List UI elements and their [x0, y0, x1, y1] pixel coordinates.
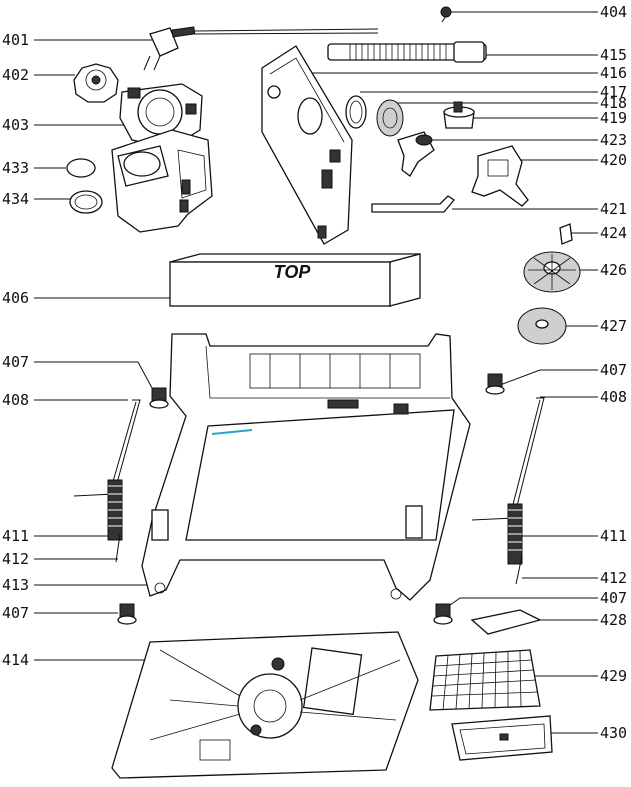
callout-label: 428 [600, 611, 628, 629]
callout-label: 404 [600, 3, 628, 21]
filter-grid-part [429, 649, 541, 711]
detergent-housing-part [111, 129, 213, 233]
callout-label: 421 [600, 200, 628, 218]
adjustable-foot-part [485, 373, 505, 395]
hinge-rod-part [471, 397, 545, 521]
pump-cap-part [443, 101, 475, 129]
power-plug-cord-part [143, 26, 379, 71]
pin-part [515, 555, 523, 585]
hinge-rod-part [73, 399, 141, 497]
seal-ring-part [69, 190, 103, 214]
filter-disc-part [376, 99, 404, 137]
spring-part [107, 479, 123, 541]
callout-label: 416 [600, 64, 628, 82]
callout-label: 413 [2, 576, 30, 594]
callout-label: 408 [2, 391, 30, 409]
main-frame-part [141, 333, 471, 601]
gasket-ring-part [345, 95, 367, 129]
callout-label: 407 [600, 361, 628, 379]
cover-panel-part [451, 715, 553, 761]
spring-part [507, 503, 523, 565]
o-ring-part [66, 158, 96, 178]
callout-label: 407 [2, 353, 30, 371]
callout-label: 415 [600, 46, 628, 64]
packing-box-part: TOP [169, 253, 421, 307]
leader-lines-right [300, 11, 598, 734]
callout-label: 408 [600, 388, 628, 406]
callout-label: 412 [600, 569, 628, 587]
callout-label: 403 [2, 116, 30, 134]
callout-label: 434 [2, 190, 30, 208]
adjustable-foot-part [433, 603, 453, 625]
callout-label: 419 [600, 109, 628, 127]
callout-label: 420 [600, 151, 628, 169]
callout-label: 417 [600, 83, 628, 101]
callout-label: 430 [600, 724, 628, 742]
callout-label: 429 [600, 667, 628, 685]
callout-label: 426 [600, 261, 628, 279]
callout-label: 433 [2, 159, 30, 177]
side-panel-part [261, 45, 353, 245]
callout-label: 424 [600, 224, 628, 242]
callout-label: 407 [600, 589, 628, 607]
insulation-sheet-part [470, 609, 542, 635]
callout-label: 407 [2, 604, 30, 622]
adjustable-foot-part [117, 603, 137, 625]
box-top-text: TOP [274, 262, 312, 282]
drain-hose-part [327, 41, 487, 63]
drain-pump-part [471, 145, 529, 207]
adjustable-foot-part [149, 387, 169, 409]
callout-label: 427 [600, 317, 628, 335]
disc-plate-part [517, 307, 567, 345]
callout-label: 401 [2, 31, 30, 49]
callout-label: 418 [600, 94, 628, 112]
callout-label: 414 [2, 651, 30, 669]
leader-lines-left [34, 39, 180, 661]
impeller-part [523, 251, 581, 293]
callout-label: 423 [600, 131, 628, 149]
clip-part [559, 223, 573, 245]
callout-label: 402 [2, 66, 30, 84]
connecting-tube-part [371, 195, 455, 213]
callout-label: 411 [600, 527, 628, 545]
callout-label: 411 [2, 527, 30, 545]
dispenser-knob-part [73, 63, 119, 103]
water-valve-part [397, 131, 435, 177]
callout-label: 412 [2, 550, 30, 568]
screw-part [440, 6, 452, 23]
base-plate-part [111, 631, 419, 779]
pin-part [115, 533, 121, 563]
callout-label: 406 [2, 289, 30, 307]
